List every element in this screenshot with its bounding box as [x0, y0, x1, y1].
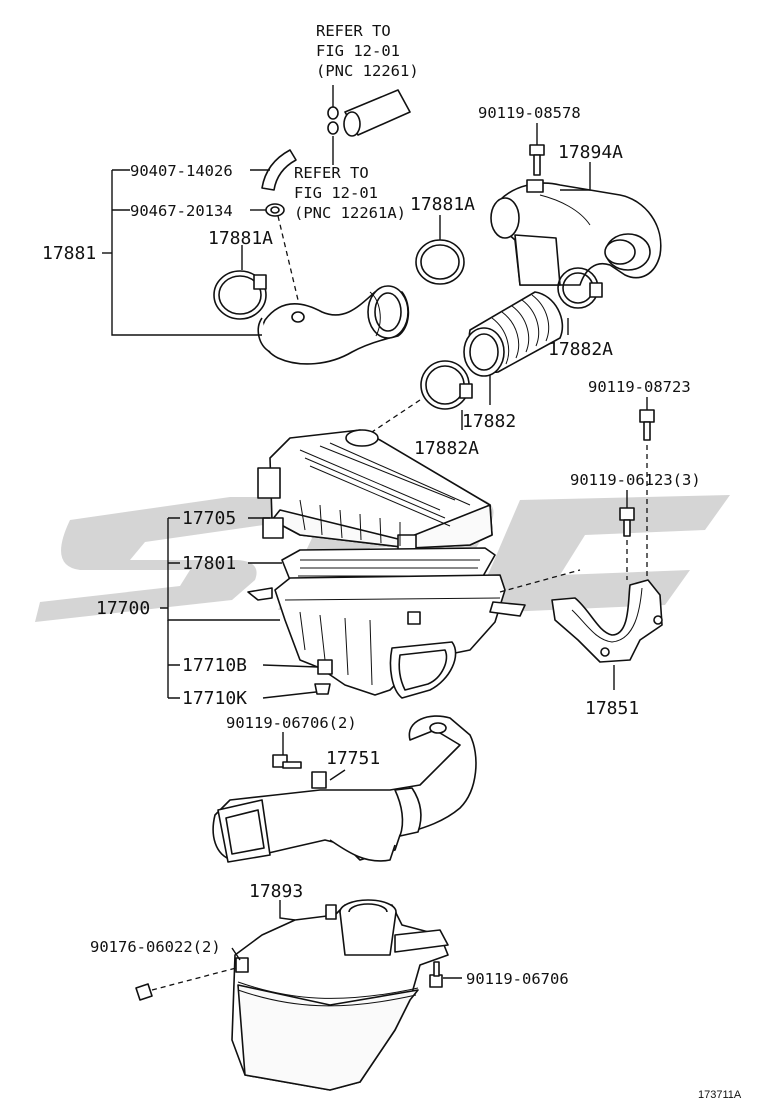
- bracket-17851: [551, 579, 663, 663]
- leader-90176: [231, 947, 241, 961]
- ref-mid-line3: (PNC 12261A): [294, 204, 406, 222]
- label-17881A-left: 17881A: [208, 228, 273, 249]
- bolt-90119-06123: [619, 507, 635, 537]
- air-cleaner-cap-17705: [257, 429, 493, 552]
- air-cleaner-case-17700: [247, 574, 526, 699]
- bolt-90119-08723: [639, 409, 655, 441]
- label-90119-08723: 90119-08723: [588, 378, 691, 396]
- clamp-17882A-bottom: [420, 360, 473, 410]
- label-17851: 17851: [585, 698, 639, 719]
- label-17881: 17881: [42, 243, 96, 264]
- dash-clip-to-hose: [277, 215, 299, 301]
- clip-90176-06022: [135, 983, 153, 1001]
- grommet-17710K: [314, 683, 331, 695]
- label-90119-06706-2: 90119-06706(2): [226, 714, 357, 732]
- label-17751: 17751: [326, 748, 380, 769]
- ref-top-line1: REFER TO: [316, 22, 391, 40]
- dash-clip-to-resonator: [151, 967, 237, 991]
- clamp-17881A-right: [415, 239, 465, 285]
- ref-mid-line2: FIG 12-01: [294, 184, 378, 202]
- ref-top-line3: (PNC 12261): [316, 62, 419, 80]
- label-90119-06706: 90119-06706: [466, 970, 569, 988]
- label-17710K: 17710K: [182, 688, 247, 709]
- dash-case-bracket: [499, 569, 581, 593]
- label-17705: 17705: [182, 508, 236, 529]
- bolt-90119-08578: [529, 144, 545, 176]
- leader-lines: [102, 123, 648, 979]
- bellows-17882: [463, 291, 564, 377]
- air-duct-17894A: [490, 179, 662, 286]
- label-17700: 17700: [96, 598, 150, 619]
- label-17882A-bottom: 17882A: [414, 438, 479, 459]
- clip-90467-20134: [265, 203, 285, 217]
- ref-top-line2: FIG 12-01: [316, 42, 400, 60]
- resonator-17893: [231, 899, 449, 1091]
- ref-mid-line1: REFER TO: [294, 164, 369, 182]
- label-90119-08578: 90119-08578: [478, 104, 581, 122]
- grommet-17710B: [317, 659, 333, 675]
- ref-hose-12261: [327, 89, 411, 137]
- label-90176-06022: 90176-06022(2): [90, 938, 221, 956]
- label-17893: 17893: [249, 881, 303, 902]
- callouts: REFER TO FIG 12-01 (PNC 12261) REFER TO …: [42, 22, 742, 1101]
- label-90467-20134: 90467-20134: [130, 202, 233, 220]
- label-90407-14026: 90407-14026: [130, 162, 233, 180]
- bolt-90119-06706-2: [272, 754, 302, 769]
- dash-clamp-to-box: [359, 399, 421, 441]
- clamp-17882A-top: [557, 267, 603, 309]
- label-17710B: 17710B: [182, 655, 247, 676]
- label-17881A-right: 17881A: [410, 194, 475, 215]
- label-17894A: 17894A: [558, 142, 623, 163]
- label-17882: 17882: [462, 411, 516, 432]
- inlet-duct-17751: [212, 715, 477, 863]
- hose-17881: [257, 285, 410, 365]
- label-17801: 17801: [182, 553, 236, 574]
- figure-id: 173711A: [698, 1089, 742, 1101]
- label-90119-06123: 90119-06123(3): [570, 471, 701, 489]
- hose-90407-14026: [261, 149, 297, 191]
- clamp-17881A-left: [213, 270, 267, 320]
- bolt-90119-06706: [429, 961, 443, 988]
- label-17882A-top: 17882A: [548, 339, 613, 360]
